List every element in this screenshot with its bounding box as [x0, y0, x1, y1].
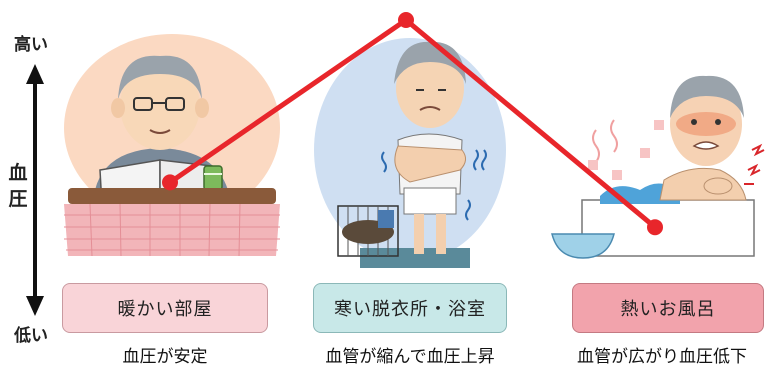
axis-high-label: 高い: [14, 35, 48, 55]
effect-caption-hot-bath: 血管が広がり血圧低下: [577, 347, 747, 367]
warm-room-illustration: [64, 34, 280, 257]
room-label-warm: 暖かい部屋: [62, 283, 268, 333]
room-label-hot-bath: 熱いお風呂: [572, 283, 764, 333]
blood-pressure-point-2: [398, 12, 414, 28]
blood-pressure-line: [162, 12, 663, 236]
axis-low-label: 低い: [14, 326, 48, 346]
effect-caption-cold: 血管が縮んで血圧上昇: [325, 347, 495, 367]
effect-caption-warm: 血圧が安定: [122, 347, 208, 367]
axis-title: 血圧: [8, 162, 28, 210]
blood-pressure-point-3: [647, 219, 663, 236]
cold-changing-room-illustration: [314, 38, 506, 268]
hot-bath-illustration: [551, 75, 765, 259]
blood-pressure-point-1: [162, 174, 178, 191]
blood-pressure-axis-arrow: [26, 64, 44, 316]
room-label-cold: 寒い脱衣所・浴室: [313, 283, 507, 333]
